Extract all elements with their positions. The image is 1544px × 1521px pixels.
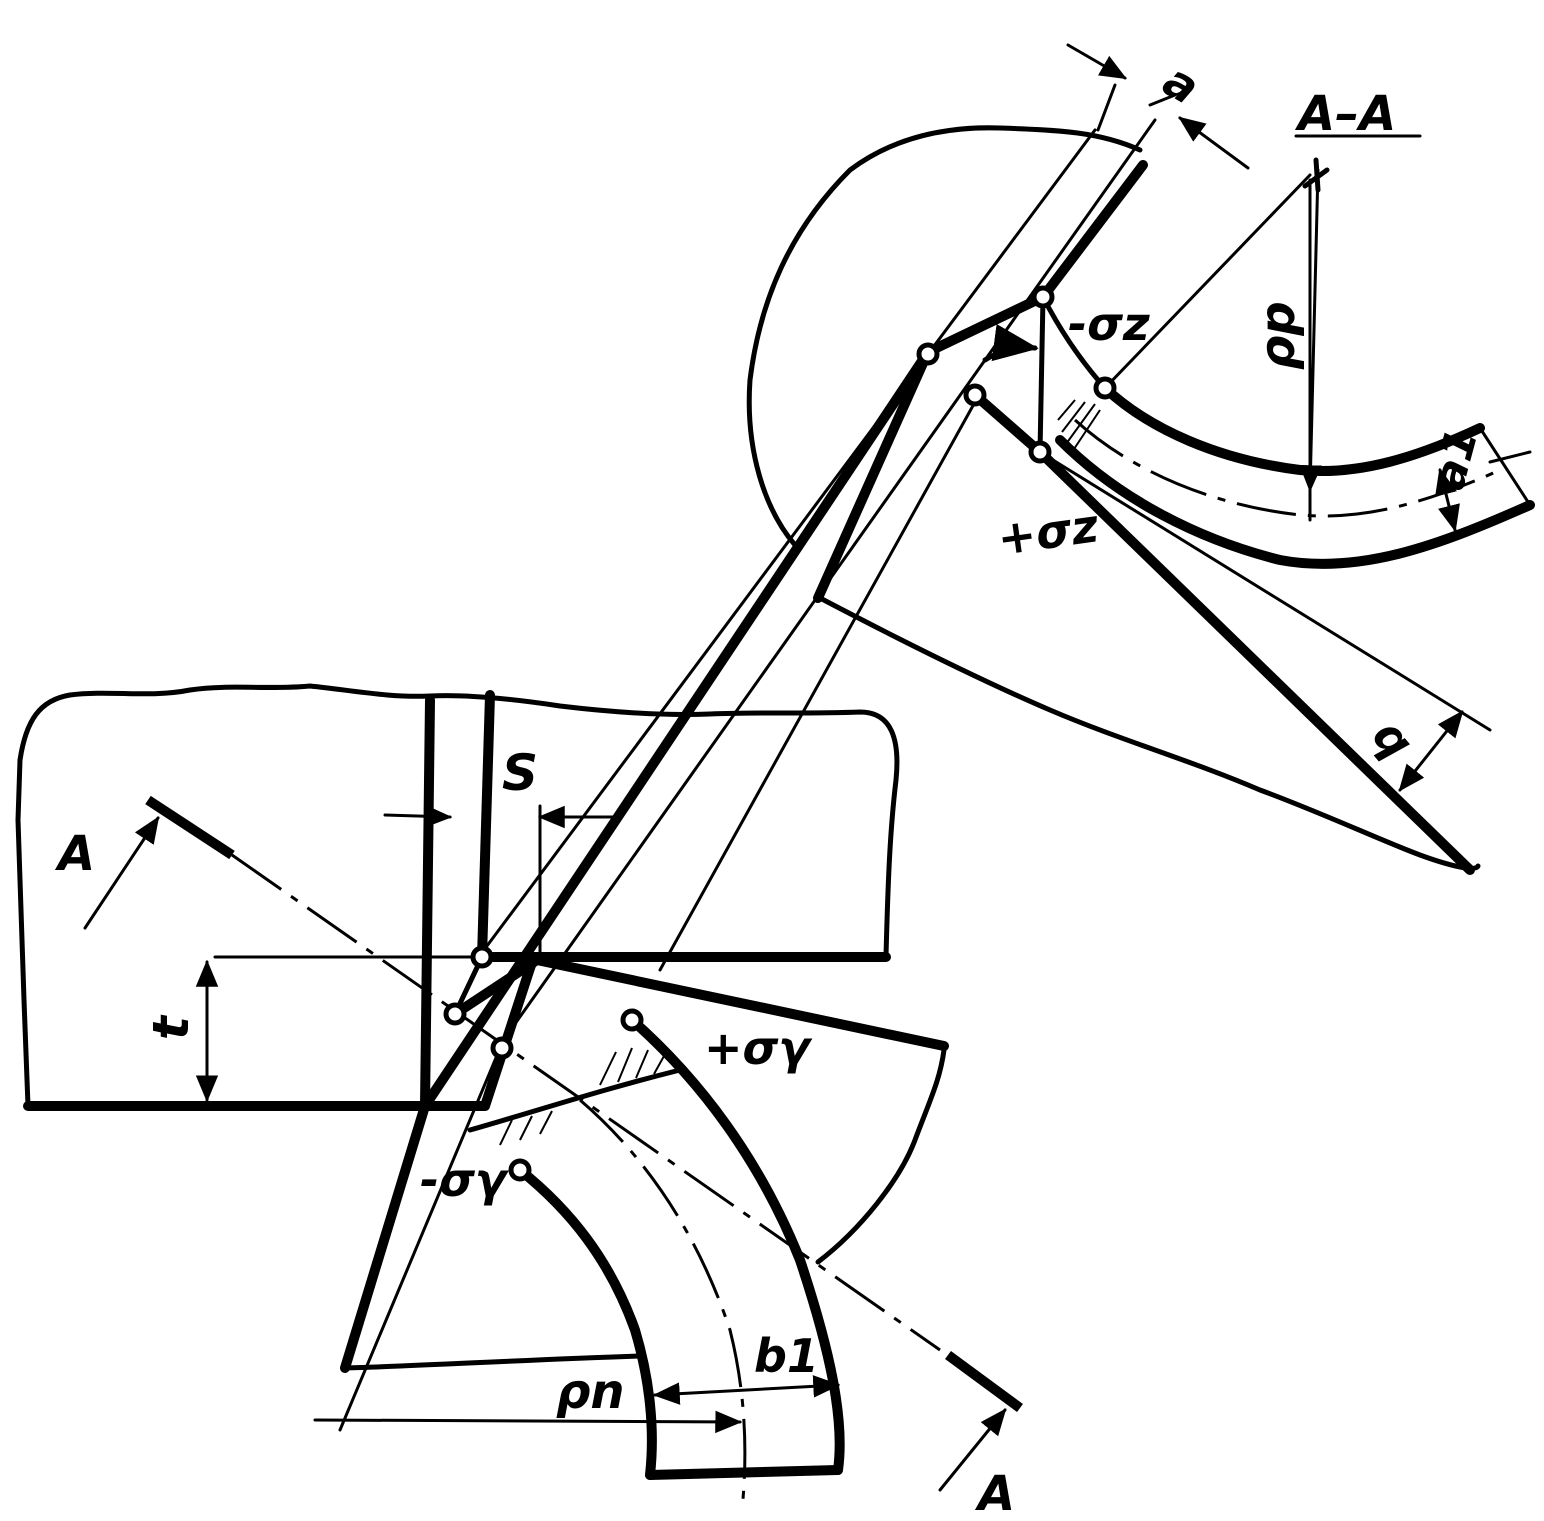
dimensions — [195, 43, 1464, 1103]
section-aa-band — [1055, 157, 1535, 569]
sigma-y-pos-label: +σγ — [704, 1021, 813, 1075]
dim-t-label: t — [142, 1014, 200, 1040]
sigma-z-neg-label: -σz — [1068, 297, 1150, 351]
rho-n-label: ρn — [556, 1364, 625, 1420]
labels: A–A A A a a1 b b1 S t ρp ρn -σz +σz -σγ … — [54, 53, 1488, 1521]
nodes — [443, 285, 1117, 1182]
lower-tool — [338, 690, 949, 1432]
rho-p-label: ρp — [1250, 301, 1306, 370]
workpiece-outline — [15, 683, 900, 1111]
section-title: A–A — [1294, 86, 1396, 142]
dim-a-label: a — [1155, 53, 1209, 115]
dim-b1-label: b1 — [754, 1329, 819, 1383]
tool-outline — [746, 125, 1481, 1265]
dim-s-label: S — [502, 744, 538, 802]
dim-a1-label: a1 — [1423, 423, 1488, 494]
section-mark-right: A — [974, 1466, 1015, 1521]
lower-section-band — [313, 1015, 845, 1511]
section-mark-left: A — [54, 826, 95, 882]
section-line — [83, 795, 1023, 1492]
sigma-z-pos-label: +σz — [994, 498, 1102, 566]
sigma-y-neg-label: -σγ — [420, 1153, 510, 1207]
